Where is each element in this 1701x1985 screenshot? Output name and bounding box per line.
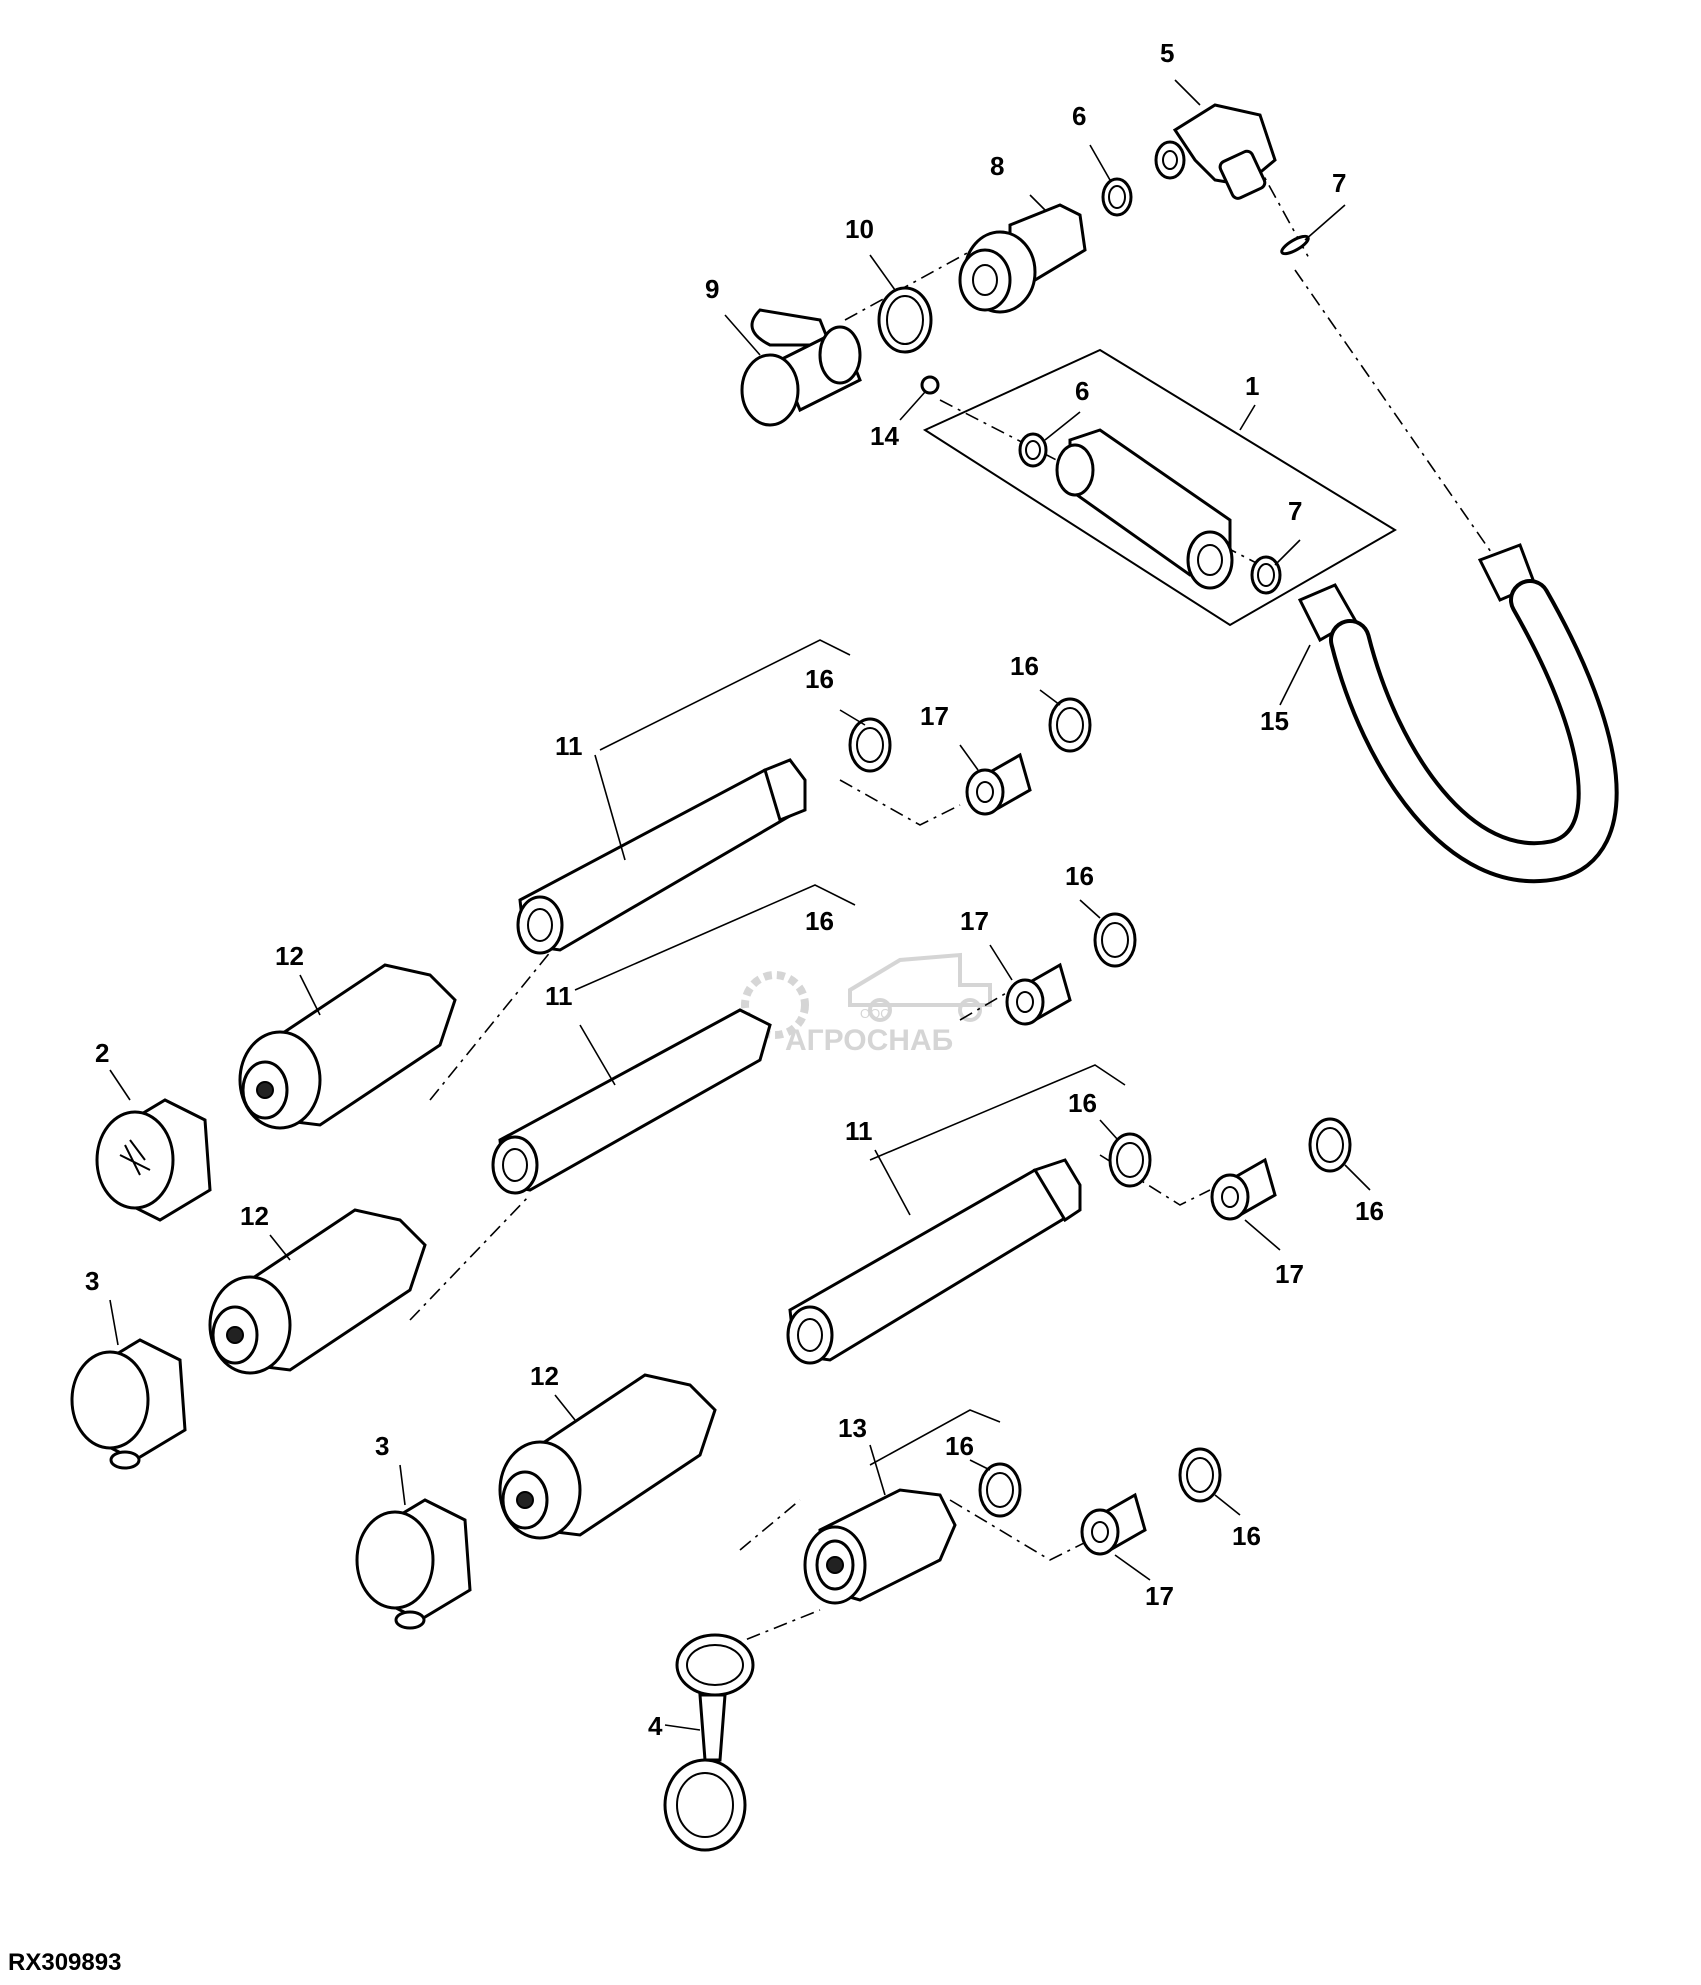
part-13-coupler-small bbox=[803, 1488, 957, 1605]
part-1-coupler-body bbox=[1055, 428, 1234, 590]
callout-7-top: 7 bbox=[1332, 168, 1346, 198]
callout-16-h: 16 bbox=[1232, 1521, 1261, 1551]
callout-16-f: 16 bbox=[1355, 1196, 1384, 1226]
part-11-hex-body-middle bbox=[491, 1008, 772, 1195]
callout-17-b: 17 bbox=[960, 906, 989, 936]
callout-16-g: 16 bbox=[945, 1431, 974, 1461]
gear-logo-icon bbox=[741, 952, 992, 1039]
part-11-hex-body-lower bbox=[786, 1158, 1082, 1365]
callout-labels: 5 6 8 7 10 9 1 6 14 7 15 16 16 17 11 16 … bbox=[85, 38, 1384, 1741]
part-16-o-ring-b bbox=[1048, 697, 1092, 753]
callout-12-lower: 12 bbox=[530, 1361, 559, 1391]
callout-9: 9 bbox=[705, 274, 719, 304]
part-16-o-ring-d bbox=[1108, 1132, 1152, 1188]
callout-3-lower: 3 bbox=[375, 1431, 389, 1461]
part-17-plug-c bbox=[1210, 1157, 1277, 1221]
callout-2: 2 bbox=[95, 1038, 109, 1068]
watermark-company-form: ООО bbox=[860, 1006, 890, 1021]
part-4-dust-cap-tethered bbox=[663, 1633, 755, 1852]
part-17-plug-a bbox=[965, 752, 1032, 816]
callout-8: 8 bbox=[990, 151, 1004, 181]
figure-id: RX309893 bbox=[8, 1949, 121, 1976]
callout-17-c: 17 bbox=[1275, 1259, 1304, 1289]
callout-16-c: 16 bbox=[1065, 861, 1094, 891]
part-6-o-ring-top bbox=[1101, 177, 1133, 217]
part-16-o-ring-e bbox=[1308, 1117, 1352, 1173]
part-16-o-ring-g bbox=[1178, 1447, 1222, 1503]
callout-16-d: 16 bbox=[805, 906, 834, 936]
callout-7-lower: 7 bbox=[1288, 496, 1302, 526]
callout-16-a: 16 bbox=[805, 664, 834, 694]
item-1-group-box bbox=[922, 348, 1397, 627]
part-8-adapter bbox=[958, 203, 1087, 314]
part-14-small-plug bbox=[920, 375, 940, 395]
callout-17-d: 17 bbox=[1145, 1581, 1174, 1611]
part-11-hex-body-upper bbox=[516, 758, 807, 955]
part-16-o-ring-f bbox=[978, 1462, 1022, 1518]
part-16-o-ring-a bbox=[848, 717, 892, 773]
leader-lines bbox=[109, 79, 1371, 1731]
part-7-o-ring-lower bbox=[1250, 555, 1282, 595]
callout-6-top: 6 bbox=[1072, 101, 1086, 131]
part-16-o-ring-c bbox=[1093, 912, 1137, 968]
callout-12-upper: 12 bbox=[275, 941, 304, 971]
part-17-plug-d bbox=[1080, 1492, 1147, 1556]
callout-11-lower: 11 bbox=[845, 1116, 873, 1146]
callout-16-e: 16 bbox=[1068, 1088, 1097, 1118]
callout-4: 4 bbox=[648, 1711, 663, 1741]
part-7-o-ring-top bbox=[1280, 234, 1310, 256]
part-17-plug-b bbox=[1005, 962, 1072, 1026]
callout-1: 1 bbox=[1245, 371, 1259, 401]
part-12-coupler-upper bbox=[238, 963, 457, 1130]
callout-15: 15 bbox=[1260, 706, 1289, 736]
callout-17-a: 17 bbox=[920, 701, 949, 731]
callout-10: 10 bbox=[845, 214, 874, 244]
part-5-elbow-fitting bbox=[1154, 103, 1277, 200]
part-10-o-ring bbox=[877, 286, 933, 354]
part-12-coupler-middle bbox=[208, 1208, 427, 1375]
callout-5: 5 bbox=[1160, 38, 1174, 68]
callout-6-lower: 6 bbox=[1075, 376, 1089, 406]
watermark: ООО АГРОСНАБ bbox=[741, 952, 992, 1057]
callout-16-b: 16 bbox=[1010, 651, 1039, 681]
callout-3-upper: 3 bbox=[85, 1266, 99, 1296]
callout-11-upper: 11 bbox=[555, 731, 583, 761]
part-6-o-ring-lower bbox=[1018, 432, 1048, 468]
part-9-dust-cap bbox=[740, 308, 862, 427]
callout-12-middle: 12 bbox=[240, 1201, 269, 1231]
part-2-cap bbox=[95, 1098, 212, 1222]
watermark-name: АГРОСНАБ bbox=[785, 1024, 953, 1057]
callout-13: 13 bbox=[838, 1413, 867, 1443]
part-15-hose-assembly bbox=[1297, 543, 1619, 883]
part-12-coupler-lower bbox=[498, 1373, 717, 1540]
part-3-cap-upper bbox=[70, 1338, 187, 1470]
callout-11-middle: 11 bbox=[545, 981, 573, 1011]
part-3-cap-lower bbox=[355, 1498, 472, 1630]
callout-14: 14 bbox=[870, 421, 899, 451]
group-brackets bbox=[574, 639, 1126, 1466]
